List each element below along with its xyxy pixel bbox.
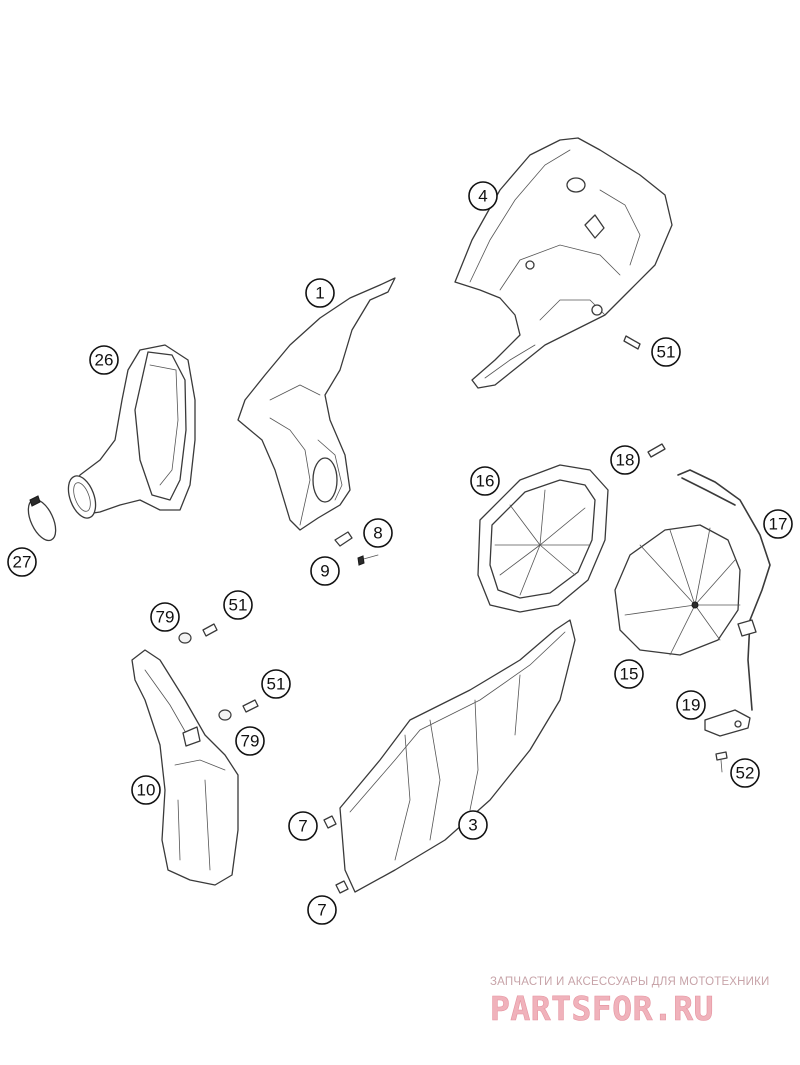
svg-text:19: 19 — [682, 696, 701, 715]
callout-1: 1 — [305, 278, 335, 308]
watermark: ЗАПЧАСТИ И АКСЕССУАРЫ ДЛЯ МОТОТЕХНИКИ PA… — [490, 976, 770, 1028]
callout-79a: 79 — [150, 602, 180, 632]
part-airbox-cover — [454, 137, 673, 389]
svg-text:3: 3 — [468, 816, 477, 835]
callout-7b: 7 — [307, 895, 337, 925]
callout-15: 15 — [614, 659, 644, 689]
svg-text:9: 9 — [320, 562, 329, 581]
part-air-duct — [131, 649, 239, 886]
part-screw-52 — [715, 751, 728, 773]
svg-text:1: 1 — [315, 284, 324, 303]
svg-text:27: 27 — [13, 553, 32, 572]
callout-3: 3 — [458, 810, 488, 840]
svg-text:51: 51 — [267, 675, 286, 694]
callout-52: 52 — [730, 758, 760, 788]
part-bracket — [704, 709, 751, 737]
part-screw-clip — [334, 531, 379, 566]
callout-8: 8 — [363, 518, 393, 548]
callout-9: 9 — [310, 556, 340, 586]
callout-51c: 51 — [261, 669, 291, 699]
svg-text:7: 7 — [317, 901, 326, 920]
watermark-brand: PARTSFOR.RU — [490, 989, 714, 1028]
part-hose-clamp — [27, 495, 57, 542]
callout-26: 26 — [89, 345, 119, 375]
svg-text:79: 79 — [156, 608, 175, 627]
svg-text:10: 10 — [137, 781, 156, 800]
part-pin — [647, 443, 666, 458]
part-filter-cage — [477, 464, 609, 613]
svg-text:26: 26 — [95, 351, 114, 370]
svg-text:8: 8 — [373, 524, 382, 543]
svg-text:51: 51 — [657, 343, 676, 362]
svg-text:79: 79 — [241, 732, 260, 751]
watermark-tagline: ЗАПЧАСТИ И АКСЕССУАРЫ ДЛЯ МОТОТЕХНИКИ — [490, 976, 770, 988]
svg-text:15: 15 — [620, 665, 639, 684]
callout-51a: 51 — [651, 337, 681, 367]
svg-text:7: 7 — [298, 817, 307, 836]
svg-text:17: 17 — [769, 515, 788, 534]
part-filter-holder — [677, 469, 771, 711]
callout-16: 16 — [470, 466, 500, 496]
callout-19: 19 — [676, 690, 706, 720]
svg-text:4: 4 — [478, 187, 487, 206]
svg-text:18: 18 — [616, 451, 635, 470]
callout-17: 17 — [763, 509, 793, 539]
callout-7a: 7 — [288, 811, 318, 841]
callout-4: 4 — [468, 181, 498, 211]
part-intake-boot — [67, 344, 196, 519]
callout-10: 10 — [131, 775, 161, 805]
part-air-filter — [614, 524, 741, 656]
part-side-panel — [237, 277, 396, 531]
callout-51b: 51 — [223, 590, 253, 620]
svg-text:16: 16 — [476, 472, 495, 491]
svg-text:52: 52 — [736, 764, 755, 783]
part-side-cover — [339, 619, 576, 893]
callout-18: 18 — [610, 445, 640, 475]
svg-text:51: 51 — [229, 596, 248, 615]
callout-27: 27 — [7, 547, 37, 577]
part-fasteners — [178, 623, 349, 894]
callout-79b: 79 — [235, 726, 265, 756]
